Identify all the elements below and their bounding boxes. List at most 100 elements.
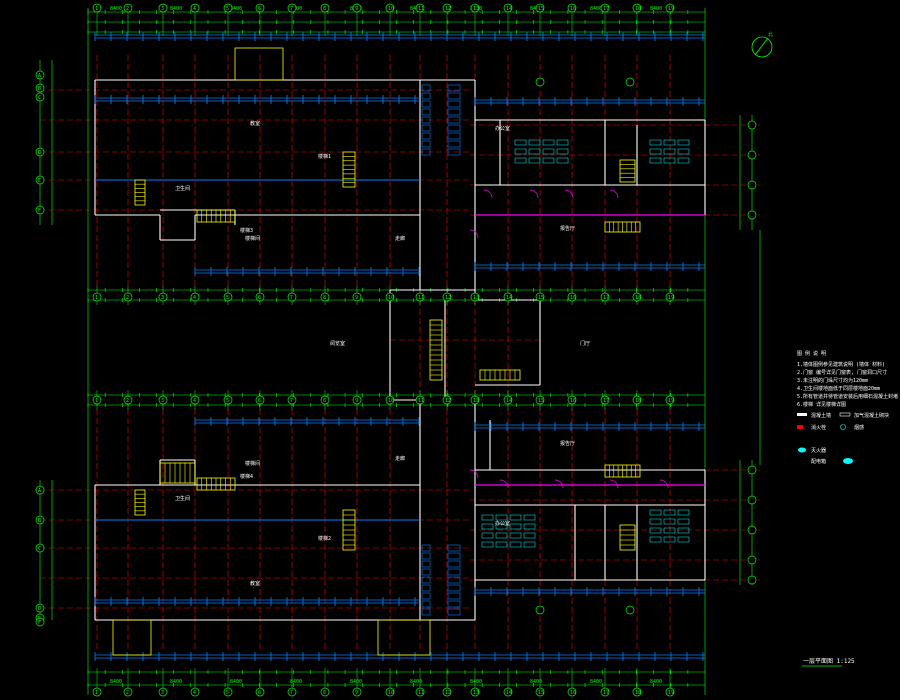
axis-bubble: [503, 3, 513, 13]
axis-bubble: [470, 292, 480, 302]
north-arrow-label: 北: [768, 31, 773, 38]
axis-bubble: [352, 687, 362, 697]
axis-bubble-text: 1: [95, 690, 98, 696]
axis-bubble: [625, 605, 635, 615]
door-swing: [529, 189, 539, 199]
core-cell: [447, 560, 461, 568]
axis-grid: [40, 55, 760, 650]
room-label: 门厅: [580, 340, 590, 347]
dimension-text: 8400: [230, 6, 242, 12]
axis-bubble: [320, 395, 330, 405]
legend-note-2: 2.门窗 编号详见门窗表, 门窗洞口尺寸: [797, 369, 887, 376]
axis-bubble: [35, 485, 45, 495]
core-cell: [447, 132, 461, 140]
axis-bubble-text: 16: [570, 690, 576, 696]
core-cell: [421, 584, 431, 592]
desk: [663, 527, 676, 534]
axis-bubble: [442, 395, 452, 405]
axis-bubble: [320, 687, 330, 697]
desk: [514, 139, 527, 146]
axis-bubble: [600, 3, 610, 13]
room-label: 阅览室: [330, 340, 345, 347]
axis-bubble-text: 7: [290, 690, 293, 696]
axis-bubble: [35, 92, 45, 102]
axis-bubble: [747, 120, 757, 130]
core-cell: [421, 124, 431, 132]
axis-bubble: [320, 292, 330, 302]
axis-bubble-text: 1: [95, 398, 98, 404]
legend-note-4: 4.卫生间楼地面低于同层楼地面20mm: [797, 385, 880, 392]
stair-outline: [159, 462, 196, 484]
desk: [528, 148, 541, 155]
core-cell: [421, 608, 431, 616]
axis-bubble: [600, 395, 610, 405]
desk: [649, 139, 662, 146]
classroom-furniture: [481, 139, 690, 548]
desk: [528, 157, 541, 164]
north-arrow-circle: [751, 36, 773, 58]
axis-bubble-text: 13: [473, 398, 479, 404]
axis-bubble: [632, 292, 642, 302]
axis-bubble-text: 19: [668, 398, 674, 404]
axis-bubble: [535, 292, 545, 302]
axis-bubble-text: 8: [323, 398, 326, 404]
legend-item-5: 灭火器: [811, 448, 826, 454]
axis-bubble-text: 3: [161, 6, 164, 12]
axis-bubble-text: F: [38, 620, 41, 626]
axis-bubble-text: 4: [193, 6, 196, 12]
desk: [663, 157, 676, 164]
axis-bubble: [123, 687, 133, 697]
desk: [481, 523, 494, 530]
core-cell: [447, 552, 461, 560]
axis-bubble: [747, 525, 757, 535]
axis-bubble: [255, 292, 265, 302]
desk: [542, 139, 555, 146]
desk: [495, 514, 508, 521]
axis-bubble-text: 4: [193, 690, 196, 696]
legend-note-1: 1.墙体图例参见建筑说明 (墙体 材料): [797, 361, 885, 368]
room-label: 报告厅: [560, 225, 575, 232]
desk: [509, 514, 522, 521]
desk: [523, 532, 536, 539]
axis-bubble-text: 3: [161, 295, 164, 301]
axis-bubble-text: 16: [570, 6, 576, 12]
axis-bubble: [415, 3, 425, 13]
dimension-text: 8400: [290, 679, 302, 685]
axis-bubble: [35, 70, 45, 80]
axis-bubble-text: E: [38, 178, 41, 184]
axis-bubble: [123, 3, 133, 13]
axis-bubble-text: 5: [226, 6, 229, 12]
room-label: 楼梯间: [245, 235, 260, 242]
axis-bubble-text: 2: [126, 690, 129, 696]
axis-bubble: [92, 292, 102, 302]
axis-bubble-text: 1: [95, 295, 98, 301]
axis-bubble-text: 9: [355, 6, 358, 12]
axis-bubble-text: 1: [95, 6, 98, 12]
axis-bubble-text: 15: [538, 6, 544, 12]
legend-swatch-6: [843, 458, 853, 464]
axis-bubble: [255, 3, 265, 13]
axis-bubble: [287, 687, 297, 697]
dimension-text: 8400: [170, 6, 182, 12]
desk: [495, 541, 508, 548]
desk: [514, 148, 527, 155]
axis-bubble-text: 14: [506, 295, 512, 301]
axis-bubble-text: 6: [258, 690, 261, 696]
desk: [514, 157, 527, 164]
axis-bubble: [92, 395, 102, 405]
core-cell: [447, 92, 461, 100]
axis-bubble: [385, 395, 395, 405]
axis-bubble-text: 4: [193, 295, 196, 301]
core-cell: [447, 84, 461, 92]
axis-bubble: [223, 395, 233, 405]
desk: [663, 509, 676, 516]
axis-bubble: [600, 687, 610, 697]
desk: [481, 532, 494, 539]
axis-bubble-text: 18: [635, 6, 641, 12]
desk: [509, 541, 522, 548]
dimension-text: 8400: [590, 6, 602, 12]
axis-bubble: [35, 83, 45, 93]
axis-bubble-text: 12: [445, 690, 451, 696]
axis-bubble-text: B: [38, 518, 41, 524]
axis-bubble: [567, 395, 577, 405]
